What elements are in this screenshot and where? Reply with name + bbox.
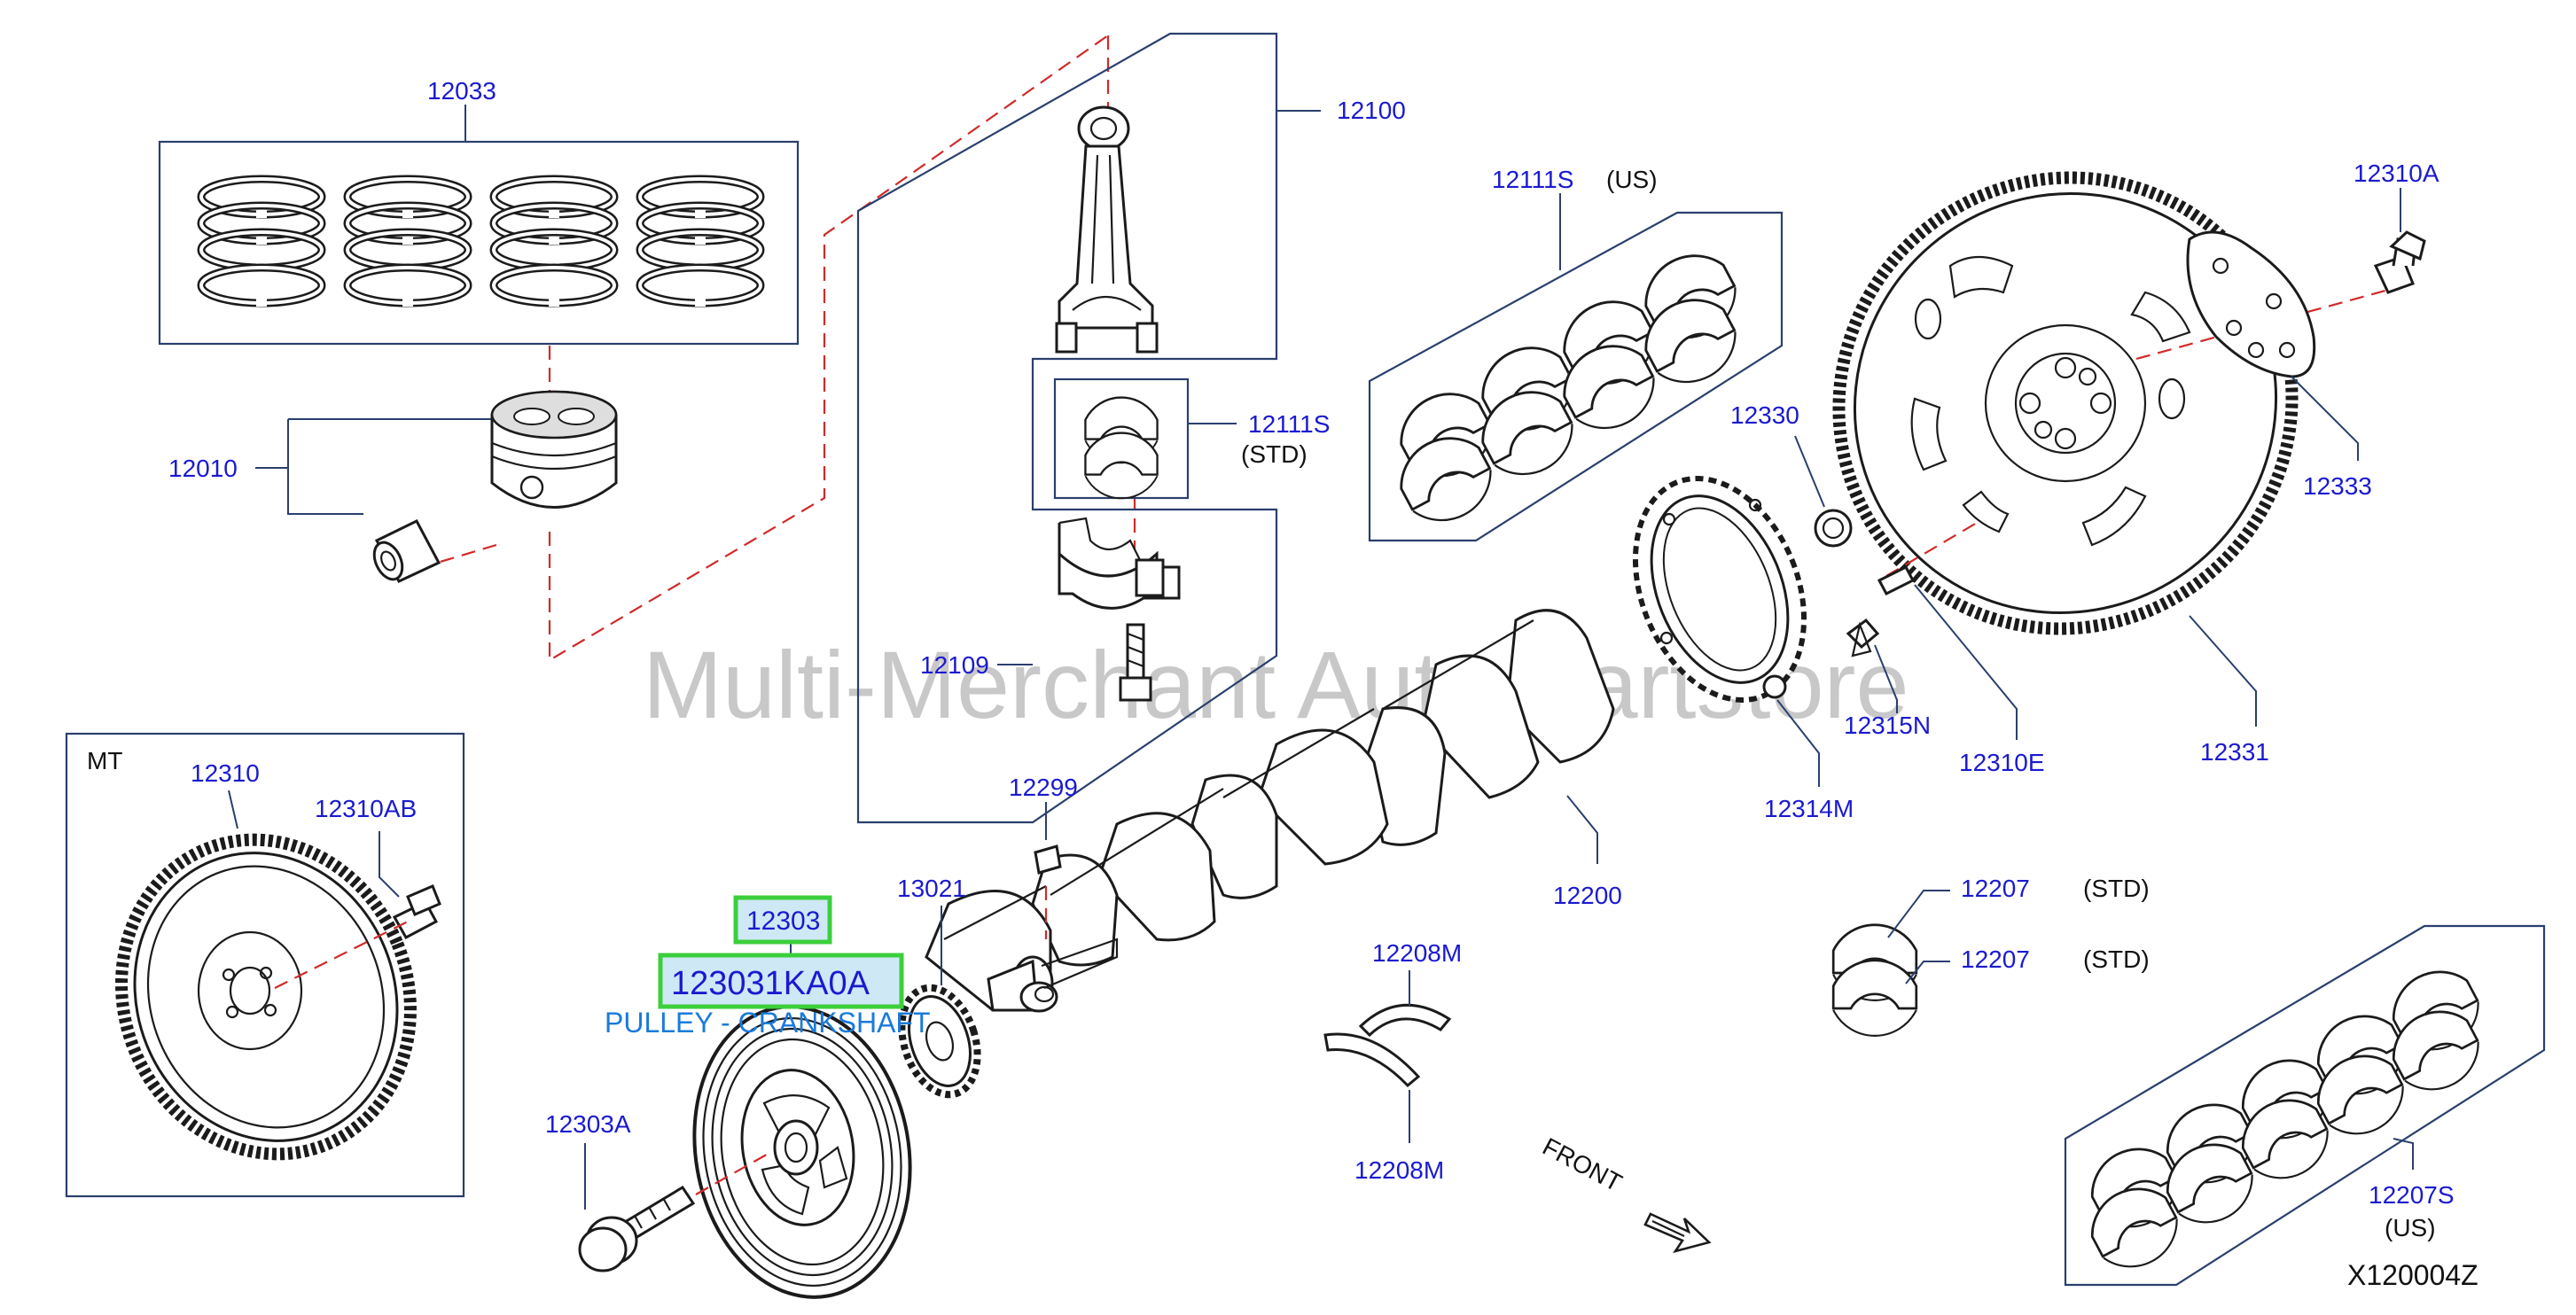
flywheel-bolt-group: 12315N	[1844, 618, 1931, 739]
dowel-group: 12310E	[1877, 565, 2045, 776]
plate-group: 12333	[2186, 230, 2372, 500]
label-main-bearing-set[interactable]: 12207S	[2369, 1181, 2455, 1209]
label-main-bearing-2-note: (STD)	[2083, 945, 2150, 973]
front-label: FRONT	[1538, 1132, 1627, 1197]
rod-cap-drawing	[1058, 517, 1181, 610]
piston-ring-set-box	[158, 140, 800, 346]
main-bearing-us-group: 12111S (US)	[1368, 166, 1784, 542]
crank-pulley-drawing	[692, 1005, 912, 1299]
highlight-part-number-box	[733, 895, 832, 945]
label-rod-bearing-std[interactable]: 12111S	[1248, 410, 1330, 438]
piston-ring-set-group: 12033	[158, 77, 800, 346]
mt-flywheel-group: MT 12310 12310AB	[65, 732, 465, 1198]
sprocket-group: 13021	[897, 875, 981, 1099]
mt-tag: MT	[87, 747, 122, 774]
piston-group: 12010	[168, 390, 618, 583]
rod-bolt-drawing	[1119, 623, 1152, 702]
piston-pin-drawing	[372, 519, 441, 583]
label-rod-bearing-std-note: (STD)	[1241, 440, 1308, 468]
front-indicator: FRONT	[1538, 1132, 1712, 1254]
reluctor-group: 12314M	[1632, 476, 1854, 822]
crankshaft-group: 12200	[925, 609, 1622, 1013]
label-main-bearing-us[interactable]: 12111S	[1492, 166, 1573, 193]
rod-bearing-std-drawing	[1084, 396, 1159, 500]
label-rod-bolt[interactable]: 12109	[920, 651, 989, 679]
connecting-rod-box	[856, 32, 1278, 824]
main-bearing-set-box	[2064, 924, 2546, 1287]
label-seal[interactable]: 12330	[1730, 401, 1799, 429]
label-crank-key[interactable]: 12299	[1009, 774, 1078, 801]
label-flywheel-bolt[interactable]: 12315N	[1844, 712, 1931, 739]
label-thrust-lower[interactable]: 12208M	[1354, 1156, 1444, 1184]
label-main-bearing-1[interactable]: 12207	[1961, 875, 2030, 902]
label-flywheel-mt[interactable]: 12310	[191, 759, 260, 787]
drawing-code: X120004Z	[2347, 1259, 2478, 1291]
label-plate[interactable]: 12333	[2303, 472, 2372, 500]
piston-drawing	[490, 390, 618, 509]
main-bearing-us-box	[1368, 211, 1784, 542]
seal-group: 12330	[1730, 401, 1853, 548]
highlight-oem-number-box	[658, 953, 904, 1009]
label-main-bearing-2[interactable]: 12207	[1961, 945, 2030, 973]
highlight-part-number[interactable]: 12303	[746, 906, 820, 936]
connecting-rod-group: 12100 12111S (STD) 1210	[856, 32, 1406, 824]
label-dowel[interactable]: 12310E	[1959, 749, 2045, 776]
flywheel-bolt-at-group: 12310A	[2354, 160, 2439, 294]
label-drive-plate[interactable]: 12331	[2200, 738, 2269, 766]
crank-key-group: 12299	[1009, 774, 1078, 939]
mt-flywheel-box	[65, 732, 465, 1198]
label-main-bearing-us-note: (US)	[1606, 166, 1658, 193]
highlight-part-name[interactable]: PULLEY - CRANKSHAFT	[605, 1007, 931, 1039]
label-flywheel-mt-bolt[interactable]: 12310AB	[315, 795, 417, 822]
label-main-bearing-1-note: (STD)	[2083, 875, 2150, 902]
highlight-oem-number[interactable]: 123031KA0A	[671, 965, 870, 1002]
crank-pulley-group: 12303 123031KA0A PULLEY - CRANKSHAFT	[605, 895, 931, 1299]
label-main-bearing-set-note: (US)	[2385, 1214, 2436, 1241]
flywheel-mt-bolt-drawing	[392, 884, 441, 940]
label-reluctor[interactable]: 12314M	[1764, 795, 1854, 822]
label-crankshaft[interactable]: 12200	[1553, 882, 1622, 909]
flywheel-mt-drawing	[115, 833, 417, 1161]
label-sprocket[interactable]: 13021	[897, 875, 966, 902]
main-bearing-std-group: 12207 (STD) 12207 (STD)	[1831, 875, 2150, 1038]
label-connecting-rod[interactable]: 12100	[1337, 97, 1406, 124]
label-piston-ring-set[interactable]: 12033	[427, 77, 496, 105]
main-bearing-set-group: 12207S (US)	[2064, 924, 2546, 1287]
label-flywheel-bolt-at[interactable]: 12310A	[2354, 160, 2439, 187]
thrust-washer-group: 12208M 12208M	[1323, 939, 1462, 1184]
connecting-rod-drawing	[1055, 105, 1159, 354]
label-pulley-bolt[interactable]: 12303A	[545, 1110, 631, 1138]
label-thrust-upper[interactable]: 12208M	[1372, 939, 1462, 967]
pulley-bolt-group: 12303A	[545, 1110, 772, 1272]
label-piston[interactable]: 12010	[168, 455, 238, 482]
